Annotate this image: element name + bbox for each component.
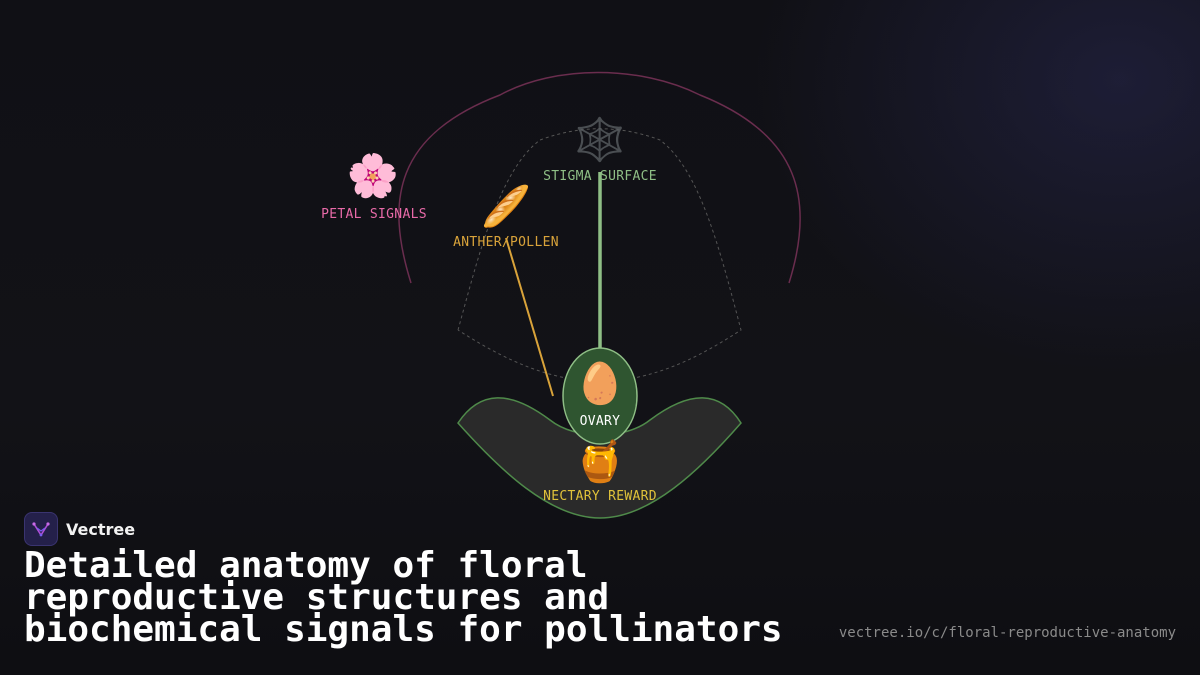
page-title: Detailed anatomy of floral reproductive …	[24, 545, 783, 650]
filament-connector	[505, 237, 554, 397]
vectree-logo-icon	[24, 512, 58, 546]
brand-name: Vectree	[66, 519, 136, 539]
anther-icon: 🥖	[481, 183, 531, 230]
ovary-body	[562, 347, 638, 445]
stigma-icon: 🕸️	[574, 115, 626, 164]
petal-signals-label: PETAL SIGNALS	[321, 207, 427, 222]
source-url[interactable]: vectree.io/c/floral-reproductive-anatomy	[838, 625, 1176, 641]
brand: Vectree	[24, 512, 135, 546]
stigma-surface-label: STIGMA SURFACE	[543, 169, 657, 184]
ovary-icon: 🥚	[575, 360, 625, 407]
nectary-body	[457, 397, 742, 519]
nectary-icon: 🍯	[575, 438, 625, 485]
anther-pollen-label: ANTHER/POLLEN	[453, 235, 559, 250]
nectary-reward-label: NECTARY REWARD	[543, 489, 657, 504]
ovary-label: OVARY	[580, 414, 621, 429]
outer-petal-outline	[398, 71, 801, 284]
petal-icon: 🌸	[347, 151, 399, 200]
